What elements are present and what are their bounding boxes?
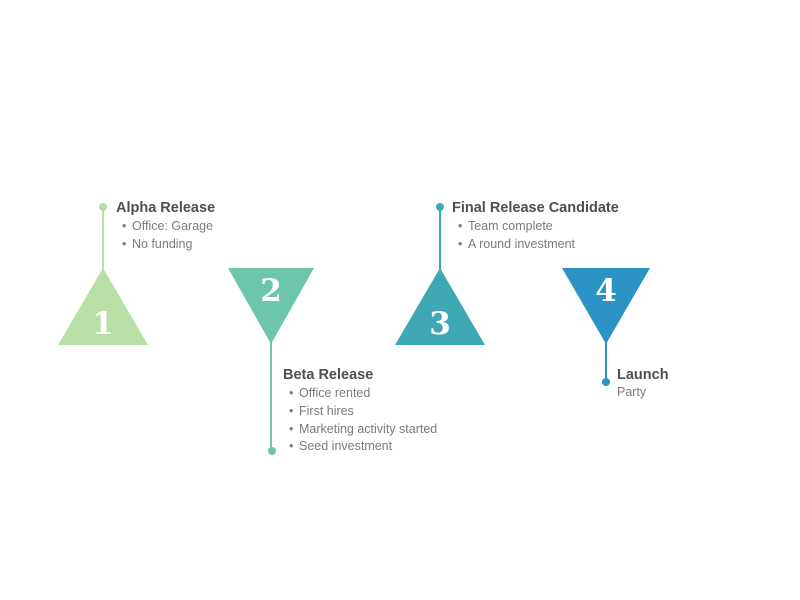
milestone-2-connector-line (270, 342, 272, 450)
milestone-2-dot (268, 447, 276, 455)
milestone-4-dot (602, 378, 610, 386)
list-item: Marketing activity started (283, 421, 437, 439)
milestone-4-triangle-icon (562, 268, 650, 344)
milestone-4-number: 4 (595, 273, 617, 309)
milestone-1-title: Alpha Release (116, 200, 216, 216)
list-item: A round investment (452, 236, 619, 254)
list-item: Seed investment (283, 438, 437, 456)
milestone-3-title: Final Release Candidate (452, 200, 619, 216)
milestone-1-details: Alpha Release Office: Garage No funding (116, 200, 215, 254)
milestone-2-bullet-list: Office rented First hires Marketing acti… (283, 385, 437, 456)
milestone-2-title: Beta Release (283, 367, 374, 383)
milestone-1-dot (99, 203, 107, 211)
milestone-2-triangle-icon (228, 268, 314, 344)
milestone-3-triangle-icon (395, 268, 485, 345)
list-item: Office: Garage (116, 218, 215, 236)
milestone-3-details: Final Release Candidate Team complete A … (452, 200, 619, 254)
milestone-4-connector-line (605, 342, 607, 382)
milestone-4-note: Party (617, 385, 647, 399)
milestone-3-number: 3 (429, 306, 451, 342)
list-item: Team complete (452, 218, 619, 236)
list-item: Office rented (283, 385, 437, 403)
milestone-2-number: 2 (260, 273, 282, 309)
list-item: First hires (283, 403, 437, 421)
milestone-1-number: 1 (92, 306, 114, 342)
milestone-3-dot (436, 203, 444, 211)
milestone-4-details: Launch Party (617, 367, 669, 401)
milestone-4-title: Launch (617, 367, 669, 383)
milestone-3-connector-line (439, 207, 441, 270)
milestone-2-details: Beta Release Office rented First hires M… (283, 367, 437, 456)
milestone-1-triangle-icon (58, 268, 148, 345)
milestone-3-bullet-list: Team complete A round investment (452, 218, 619, 254)
milestone-1-bullet-list: Office: Garage No funding (116, 218, 215, 254)
list-item: No funding (116, 236, 215, 254)
milestone-1-connector-line (102, 207, 104, 270)
